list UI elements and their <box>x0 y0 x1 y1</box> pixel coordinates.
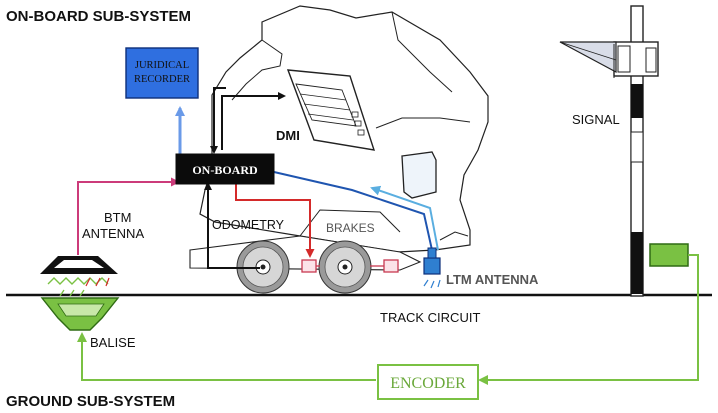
signal-head <box>559 41 659 78</box>
link-onboard-brakes <box>235 184 315 258</box>
ltm-antenna <box>423 247 441 289</box>
link-dmi-onboard <box>210 87 226 154</box>
signal-label: SIGNAL <box>572 112 620 127</box>
link-btm-onboard <box>77 177 180 255</box>
signal <box>559 5 659 297</box>
balise-label: BALISE <box>90 335 136 350</box>
juridical-recorder-line2: RECORDER <box>134 74 190 85</box>
link-encoder-balise <box>77 332 376 381</box>
btm-antenna-label-line2: ANTENNA <box>82 226 144 241</box>
juridical-recorder: JURIDICAL RECORDER <box>125 47 199 99</box>
onboard-subsystem-title: ON-BOARD SUB-SYSTEM <box>6 8 191 25</box>
brakes-label: BRAKES <box>326 221 375 235</box>
bogie <box>189 235 422 294</box>
juridical-recorder-line1: JURIDICAL <box>135 60 189 71</box>
link-signal-encoder <box>478 254 699 385</box>
trackside-signal-interface <box>649 243 689 267</box>
link-ltm-dmi <box>370 185 439 251</box>
brake-actuators <box>301 259 399 273</box>
dmi-screen <box>286 69 376 151</box>
locomotive <box>199 5 489 253</box>
link-onboard-ltm <box>273 171 433 251</box>
link-odometry-onboard <box>204 182 260 269</box>
track-circuit-label: TRACK CIRCUIT <box>380 310 480 325</box>
btm-antenna-label-line1: BTM <box>104 210 131 225</box>
odometry-label: ODOMETRY <box>212 218 285 232</box>
balise <box>40 289 120 331</box>
btm-antenna <box>40 256 118 287</box>
ltm-antenna-label: LTM ANTENNA <box>446 272 539 287</box>
dmi-label: DMI <box>276 128 300 143</box>
encoder-label: ENCODER <box>390 375 466 392</box>
wheel-right <box>318 240 372 294</box>
encoder: ENCODER <box>377 364 479 400</box>
onboard-unit: ON-BOARD <box>175 153 275 185</box>
onboard-unit-label: ON-BOARD <box>192 163 258 177</box>
wheel-left <box>236 240 290 294</box>
ground-subsystem-title: GROUND SUB-SYSTEM <box>6 393 175 410</box>
link-onboard-dmi <box>221 92 286 150</box>
